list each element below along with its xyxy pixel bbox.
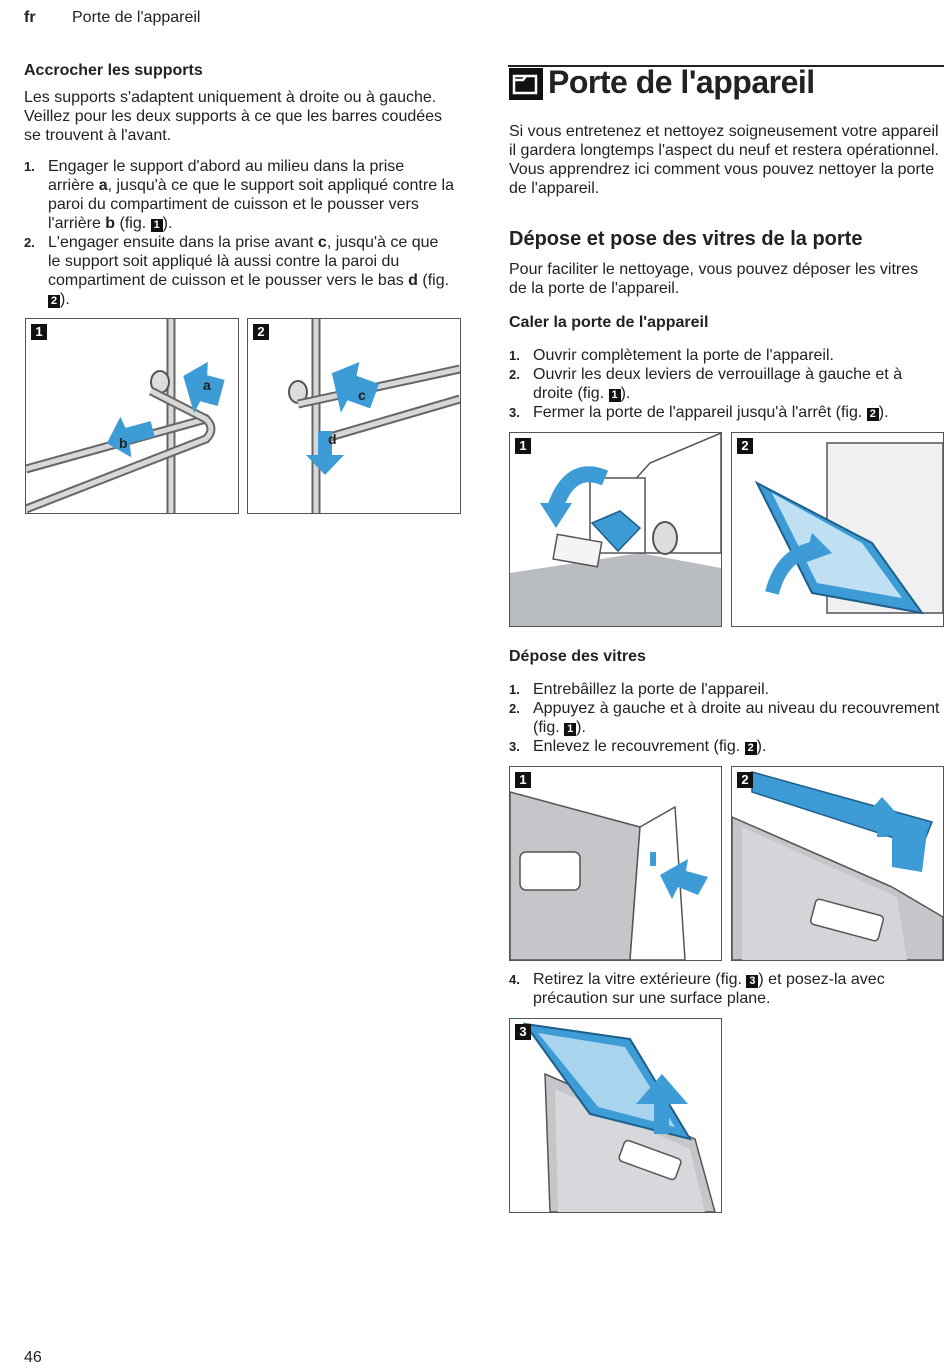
list-item: 2.Appuyez à gauche et à droite au niveau… xyxy=(509,700,940,736)
press-cover-illustration xyxy=(510,767,721,960)
figure-number: 2 xyxy=(737,772,753,788)
figure-shelf-front: 2 c d xyxy=(247,318,461,514)
left-intro: Les supports s'adaptent uniquement à dro… xyxy=(24,89,443,144)
section-intro: Pour faciliter le nettoyage, vous pouvez… xyxy=(509,261,919,297)
left-steps: 1. Engager le support d'abord au milieu … xyxy=(24,157,454,309)
header-language: fr xyxy=(24,9,36,26)
remove-cover-illustration xyxy=(732,767,943,960)
lever-illustration xyxy=(510,433,721,626)
figure-press-cover: 1 xyxy=(509,766,722,961)
depose-steps: 1.Entrebâillez la porte de l'appareil. 2… xyxy=(509,680,945,756)
book-icon xyxy=(509,68,543,100)
page-number: 46 xyxy=(24,1349,42,1366)
figure-number: 1 xyxy=(31,324,47,340)
figure-number: 2 xyxy=(253,324,269,340)
list-item: 4.Retirez la vitre extérieure (fig. 3) e… xyxy=(509,971,885,1007)
door-illustration xyxy=(732,433,943,626)
list-item: 3.Enlevez le recouvrement (fig. 2). xyxy=(509,738,767,755)
figure-shelf-rear: 1 a b xyxy=(25,318,239,514)
list-item: 2. L'engager ensuite dans la prise avant… xyxy=(24,234,450,308)
list-item: 2.Ouvrir les deux leviers de verrouillag… xyxy=(509,366,903,402)
figure-door-close: 2 xyxy=(731,432,944,627)
list-item: 1.Entrebâillez la porte de l'appareil. xyxy=(509,681,770,698)
caler-steps: 1.Ouvrir complètement la porte de l'appa… xyxy=(509,346,945,422)
fig-ref: 1 xyxy=(608,389,621,402)
list-item: 3.Fermer la porte de l'appareil jusqu'à … xyxy=(509,404,889,421)
figure-number: 1 xyxy=(515,772,531,788)
remove-glass-illustration xyxy=(510,1019,721,1212)
fig-ref: 1 xyxy=(564,723,577,736)
fig-ref: 2 xyxy=(48,295,60,308)
list-item: 1.Ouvrir complètement la porte de l'appa… xyxy=(509,347,834,364)
shelf-front-illustration xyxy=(248,319,460,513)
figure-remove-glass: 3 xyxy=(509,1018,722,1213)
figure-number: 2 xyxy=(737,438,753,454)
callout-label: c xyxy=(358,387,366,403)
fig-ref: 1 xyxy=(150,219,163,232)
section-heading: Dépose et pose des vitres de la porte xyxy=(509,228,863,250)
header-title: Porte de l'appareil xyxy=(72,9,201,26)
depose-heading: Dépose des vitres xyxy=(509,648,646,665)
depose-step4: 4.Retirez la vitre extérieure (fig. 3) e… xyxy=(509,970,945,1008)
figure-number: 1 xyxy=(515,438,531,454)
callout-label: a xyxy=(203,377,211,393)
figure-remove-cover: 2 xyxy=(731,766,944,961)
shelf-rear-illustration xyxy=(26,319,238,513)
figure-number: 3 xyxy=(515,1024,531,1040)
chapter-intro: Si vous entretenez et nettoyez soigneuse… xyxy=(509,123,939,197)
caler-heading: Caler la porte de l'appareil xyxy=(509,314,709,331)
chapter-title: Porte de l'appareil xyxy=(548,64,815,100)
chapter-rule xyxy=(508,65,944,67)
left-heading: Accrocher les supports xyxy=(24,62,203,79)
fig-ref: 2 xyxy=(866,408,879,421)
fig-ref: 2 xyxy=(744,742,757,755)
callout-label: d xyxy=(328,431,337,447)
figure-lever-open: 1 xyxy=(509,432,722,627)
list-item: 1. Engager le support d'abord au milieu … xyxy=(24,158,454,232)
fig-ref: 3 xyxy=(746,975,759,988)
callout-label: b xyxy=(119,435,128,451)
